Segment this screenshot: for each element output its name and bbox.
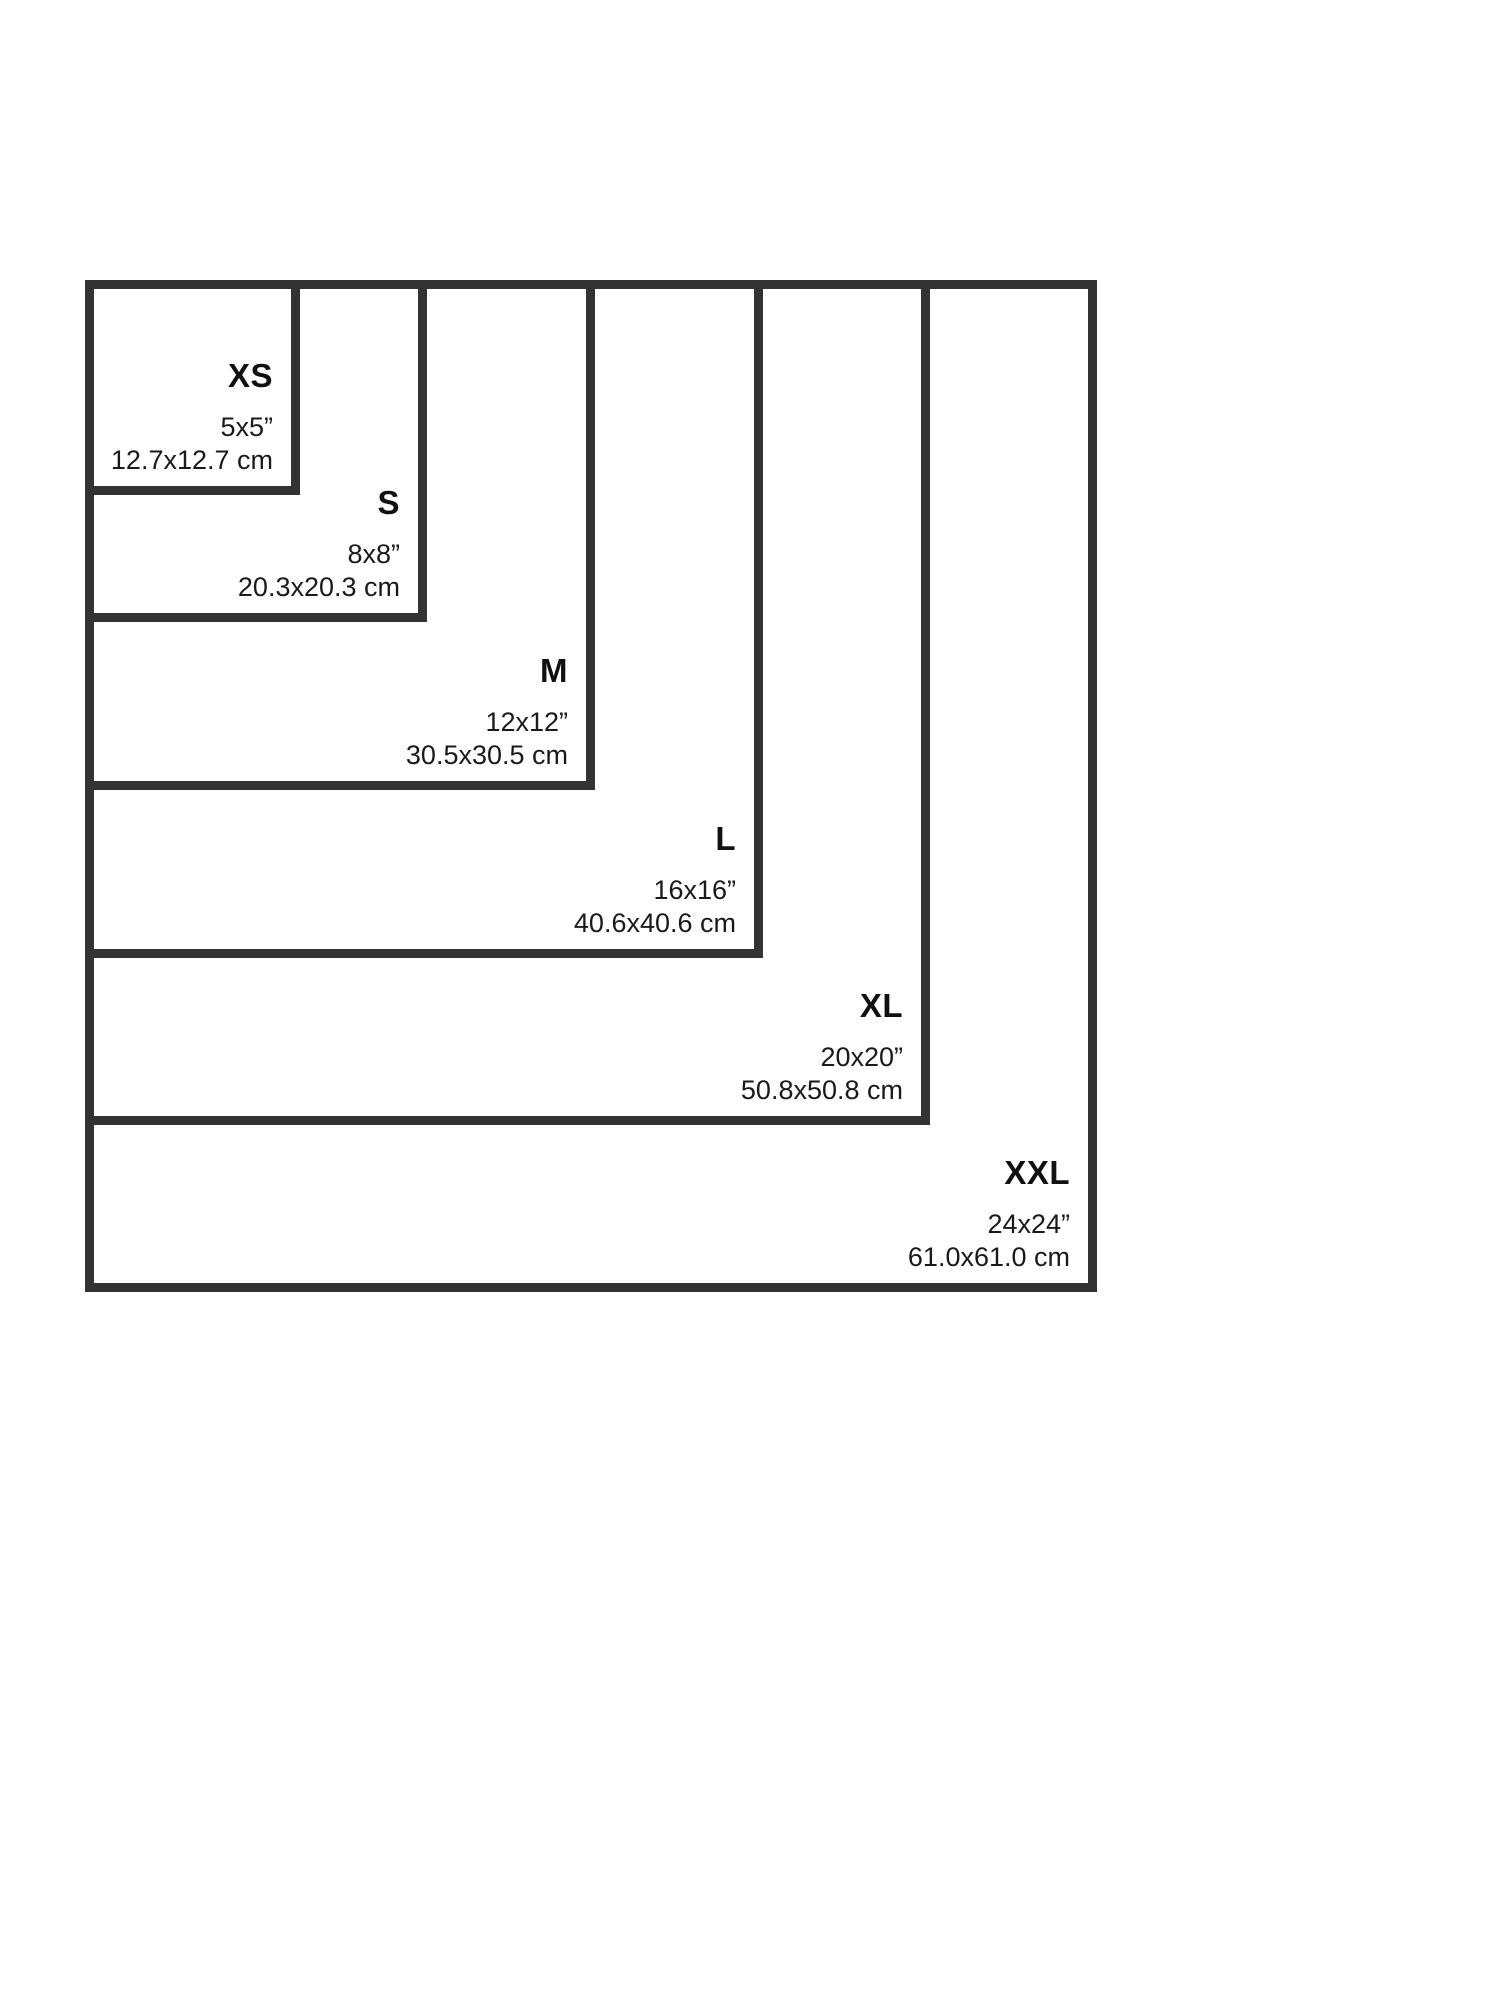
size-name-xs: XS (227, 357, 273, 394)
size-box-xs: XS 5x5” 12.7x12.7 cm (85, 280, 300, 495)
size-cm-xl: 50.8x50.8 cm (740, 1075, 903, 1105)
size-inches-l: 16x16” (653, 875, 736, 905)
size-inches-s: 8x8” (347, 539, 400, 569)
size-name-l: L (715, 820, 736, 857)
size-name-xl: XL (859, 987, 903, 1024)
size-inches-xs: 5x5” (220, 412, 273, 442)
size-label-m: M 12x12” 30.5x30.5 cm (406, 654, 568, 769)
size-name-xxl: XXL (1004, 1154, 1070, 1191)
size-cm-l: 40.6x40.6 cm (573, 908, 736, 938)
size-inches-m: 12x12” (485, 707, 568, 737)
size-label-s: S 8x8” 20.3x20.3 cm (238, 486, 400, 601)
size-cm-xxl: 61.0x61.0 cm (907, 1242, 1070, 1272)
size-label-xxl: XXL 24x24” 61.0x61.0 cm (908, 1156, 1070, 1271)
size-inches-xxl: 24x24” (987, 1209, 1070, 1239)
size-cm-s: 20.3x20.3 cm (237, 572, 400, 602)
size-name-s: S (377, 484, 400, 521)
size-label-xs: XS 5x5” 12.7x12.7 cm (111, 359, 273, 474)
size-cm-m: 30.5x30.5 cm (405, 740, 568, 770)
size-name-m: M (540, 652, 568, 689)
size-label-l: L 16x16” 40.6x40.6 cm (574, 822, 736, 937)
size-inches-xl: 20x20” (820, 1042, 903, 1072)
size-cm-xs: 12.7x12.7 cm (110, 445, 273, 475)
size-label-xl: XL 20x20” 50.8x50.8 cm (741, 989, 903, 1104)
